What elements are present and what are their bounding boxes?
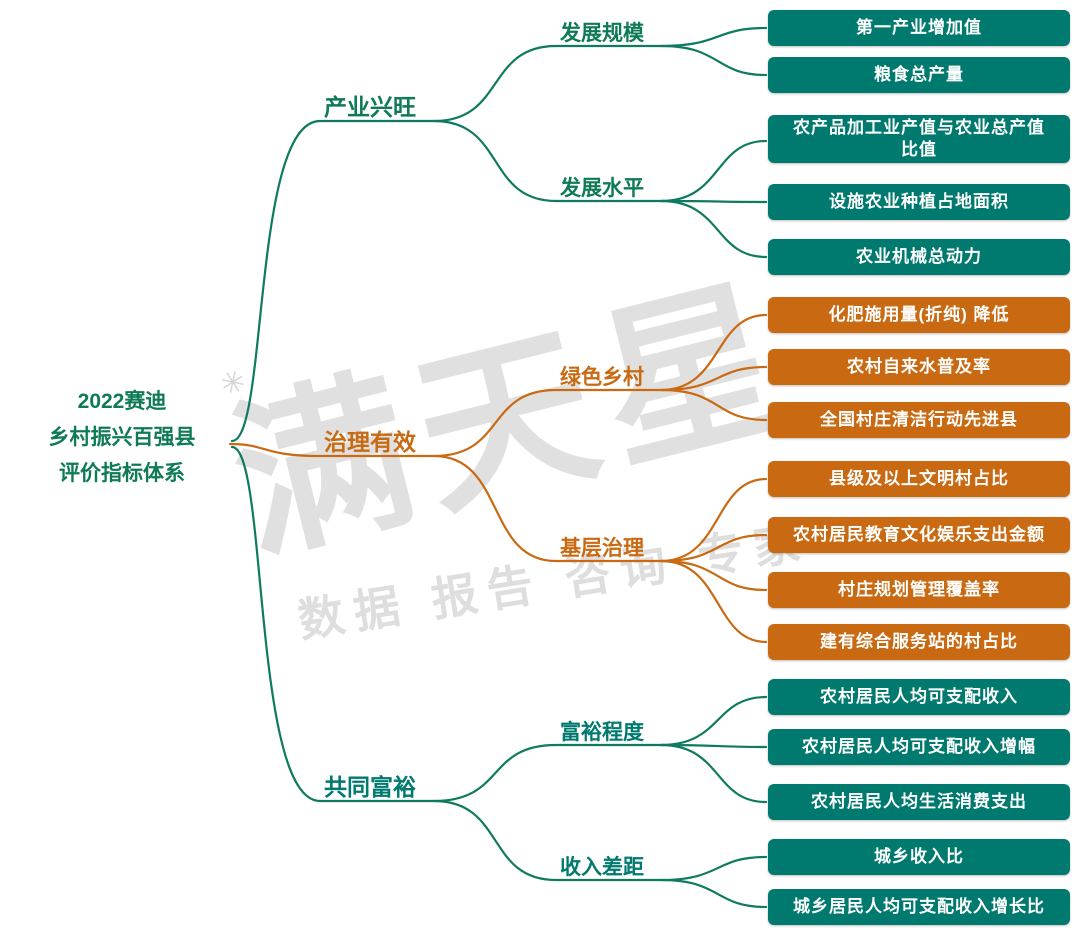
branch-label-prosperity: 共同富裕 [324, 774, 416, 800]
indicator-box: 农业机械总动力 [768, 239, 1070, 275]
indicator-box: 农村自来水普及率 [768, 349, 1070, 385]
indicator-box: 农产品加工业产值与农业总产值比值 [768, 115, 1070, 164]
indicator-box: 农村居民人均可支配收入 [768, 679, 1070, 715]
indicator-box: 建有综合服务站的村占比 [768, 624, 1070, 660]
indicator-box: 城乡居民人均可支配收入增长比 [768, 889, 1070, 925]
subbranch-label-dev-level: 发展水平 [560, 177, 644, 200]
indicator-box: 粮食总产量 [768, 57, 1070, 93]
subbranch-label-grassroots: 基层治理 [560, 537, 644, 560]
indicator-box: 农村居民人均生活消费支出 [768, 784, 1070, 820]
indicator-box: 全国村庄清洁行动先进县 [768, 402, 1070, 438]
subbranch-label-green-village: 绿色乡村 [560, 366, 644, 389]
indicator-box: 化肥施用量(折纯) 降低 [768, 297, 1070, 333]
indicator-box: 村庄规划管理覆盖率 [768, 572, 1070, 608]
subbranch-label-income-gap: 收入差距 [560, 856, 644, 879]
subbranch-label-wealth-level: 富裕程度 [560, 721, 644, 744]
root-line-2: 乡村振兴百强县 [48, 426, 196, 449]
root-line-1: 2022赛迪 [77, 390, 167, 413]
branch-label-industry: 产业兴旺 [324, 94, 416, 120]
indicator-box: 县级及以上文明村占比 [768, 461, 1070, 497]
branch-label-governance: 治理有效 [324, 429, 416, 455]
branch3-connectors [230, 445, 768, 909]
indicator-box: 第一产业增加值 [768, 10, 1070, 46]
root-node: 2022赛迪 乡村振兴百强县 评价指标体系 [16, 384, 228, 492]
root-line-3: 评价指标体系 [59, 462, 185, 485]
indicator-box: 农村居民人均可支配收入增幅 [768, 729, 1070, 765]
branch2-connectors [228, 313, 768, 644]
branch1-connectors [230, 26, 768, 443]
indicator-box: 城乡收入比 [768, 839, 1070, 875]
subbranch-label-dev-scale: 发展规模 [560, 22, 644, 45]
indicator-box: 农村居民教育文化娱乐支出金额 [768, 517, 1070, 553]
indicator-box: 设施农业种植占地面积 [768, 184, 1070, 220]
